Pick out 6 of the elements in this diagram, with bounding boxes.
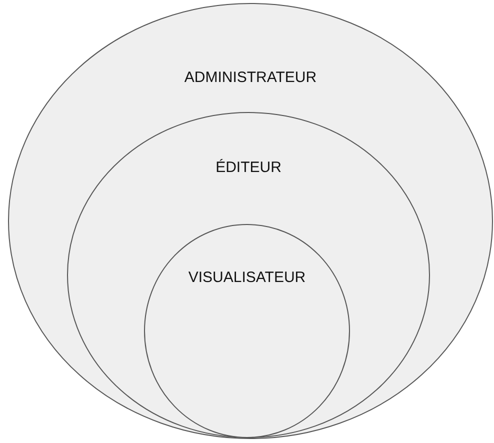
role-ellipse [67, 112, 430, 438]
role-label: VISUALISATEUR [187, 269, 307, 287]
role-label: ÉDITEUR [214, 159, 282, 177]
role-ellipse [144, 224, 350, 438]
role-ellipse [8, 3, 493, 439]
role-label: ADMINISTRATEUR [183, 69, 318, 87]
